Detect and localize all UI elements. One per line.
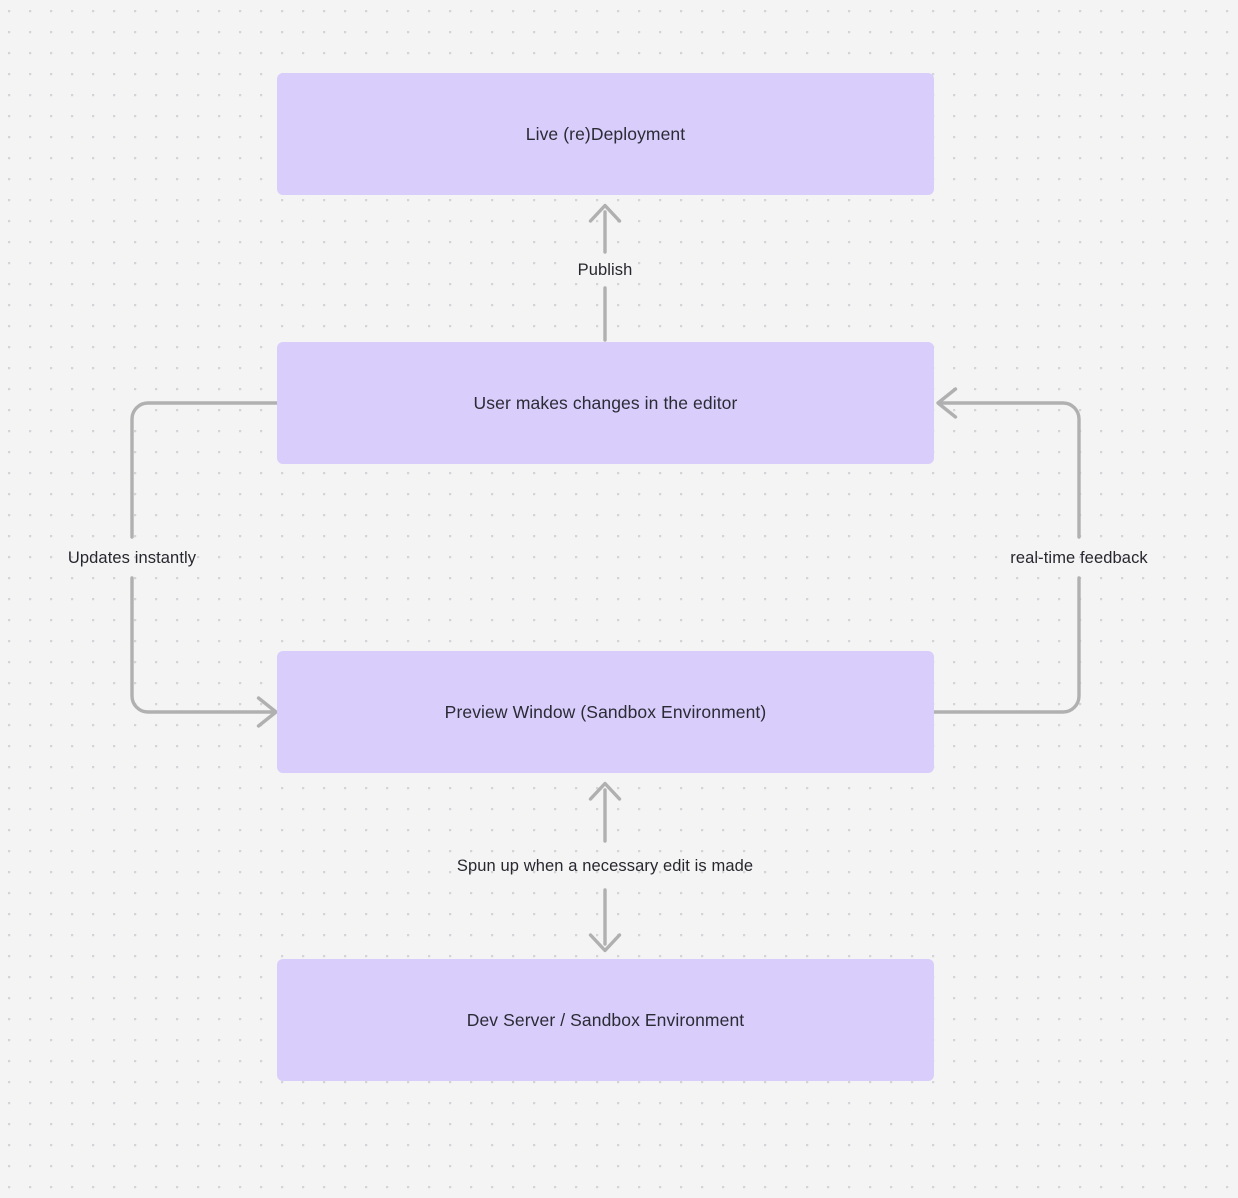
edge-label-updates-instantly: Updates instantly — [67, 548, 197, 567]
node-live-deployment[interactable]: Live (re)Deployment — [277, 73, 934, 195]
node-live-deployment-label: Live (re)Deployment — [525, 123, 686, 144]
edge-label-real-time-feedback: real-time feedback — [1010, 548, 1148, 567]
node-user-edits[interactable]: User makes changes in the editor — [277, 342, 934, 464]
node-dev-server[interactable]: Dev Server / Sandbox Environment — [277, 959, 934, 1081]
node-preview-window[interactable]: Preview Window (Sandbox Environment) — [277, 651, 934, 773]
edge-label-spun-up: Spun up when a necessary edit is made — [456, 856, 754, 875]
node-user-edits-label: User makes changes in the editor — [473, 392, 738, 413]
edge-label-publish: Publish — [572, 258, 638, 282]
node-preview-window-label: Preview Window (Sandbox Environment) — [444, 701, 767, 722]
node-dev-server-label: Dev Server / Sandbox Environment — [466, 1009, 745, 1030]
